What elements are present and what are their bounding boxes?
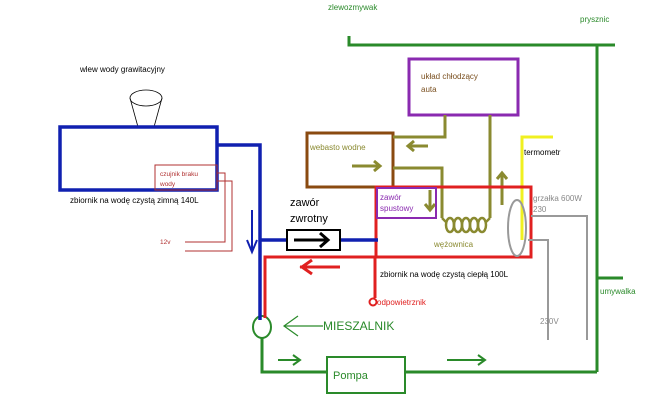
arrow-left-icon (282, 315, 323, 337)
outlet-pipes (260, 36, 623, 374)
label-cooling: układ chłodzący (421, 72, 478, 81)
flow-arrow-icon (278, 354, 487, 366)
vent-icon (368, 297, 378, 307)
mixer-icon (252, 315, 272, 339)
label-12v: 12v (160, 239, 171, 246)
label-hot-tank: zbiornik na wodę czystą ciepłą 100L (380, 270, 509, 279)
label-230v: 230V (540, 317, 559, 326)
label-sink: zlewozmywak (328, 3, 378, 12)
label-cooling-2: auta (421, 85, 437, 94)
coil-icon (441, 216, 491, 234)
cold-tank (58, 125, 378, 320)
label-thermometer: termometr (524, 148, 561, 157)
funnel-icon (129, 89, 163, 128)
label-vent: odpowietrznik (377, 298, 427, 307)
label-washbasin: umywalka (600, 287, 636, 296)
label-check-valve: zawór (290, 197, 320, 209)
drain-valve-box (376, 187, 437, 219)
label-pump: Pompa (333, 370, 369, 382)
heater-icon (507, 199, 527, 257)
heater-wires (528, 215, 588, 340)
label-heater: grzałka 600W (533, 194, 582, 203)
label-drain: zawór (380, 193, 402, 202)
arrow-right-icon (294, 231, 331, 249)
label-shower: prysznic (580, 15, 609, 24)
label-funnel: wlew wody grawitacyjny (79, 65, 165, 74)
label-heater-2: 230 (533, 205, 547, 214)
hot-tank (263, 185, 533, 318)
label-sensor-2: wody (159, 181, 176, 188)
label-check-valve-2: zwrotny (290, 213, 328, 225)
label-mixer: MIESZALNIK (323, 319, 394, 333)
cooling-system-box (407, 57, 520, 117)
webasto-box (305, 131, 395, 189)
label-sensor: czujnik braku (160, 171, 198, 178)
label-drain-2: spustowy (380, 204, 413, 213)
pump-box (326, 356, 406, 394)
coolant-pipes (352, 115, 509, 218)
sensor-wires (185, 172, 233, 252)
label-cold-tank: zbiornik na wodę czystą zimną 140L (70, 196, 199, 205)
sensor-box (154, 164, 218, 191)
label-coil: wężownica (433, 240, 474, 249)
label-webasto: webasto wodne (309, 143, 366, 152)
